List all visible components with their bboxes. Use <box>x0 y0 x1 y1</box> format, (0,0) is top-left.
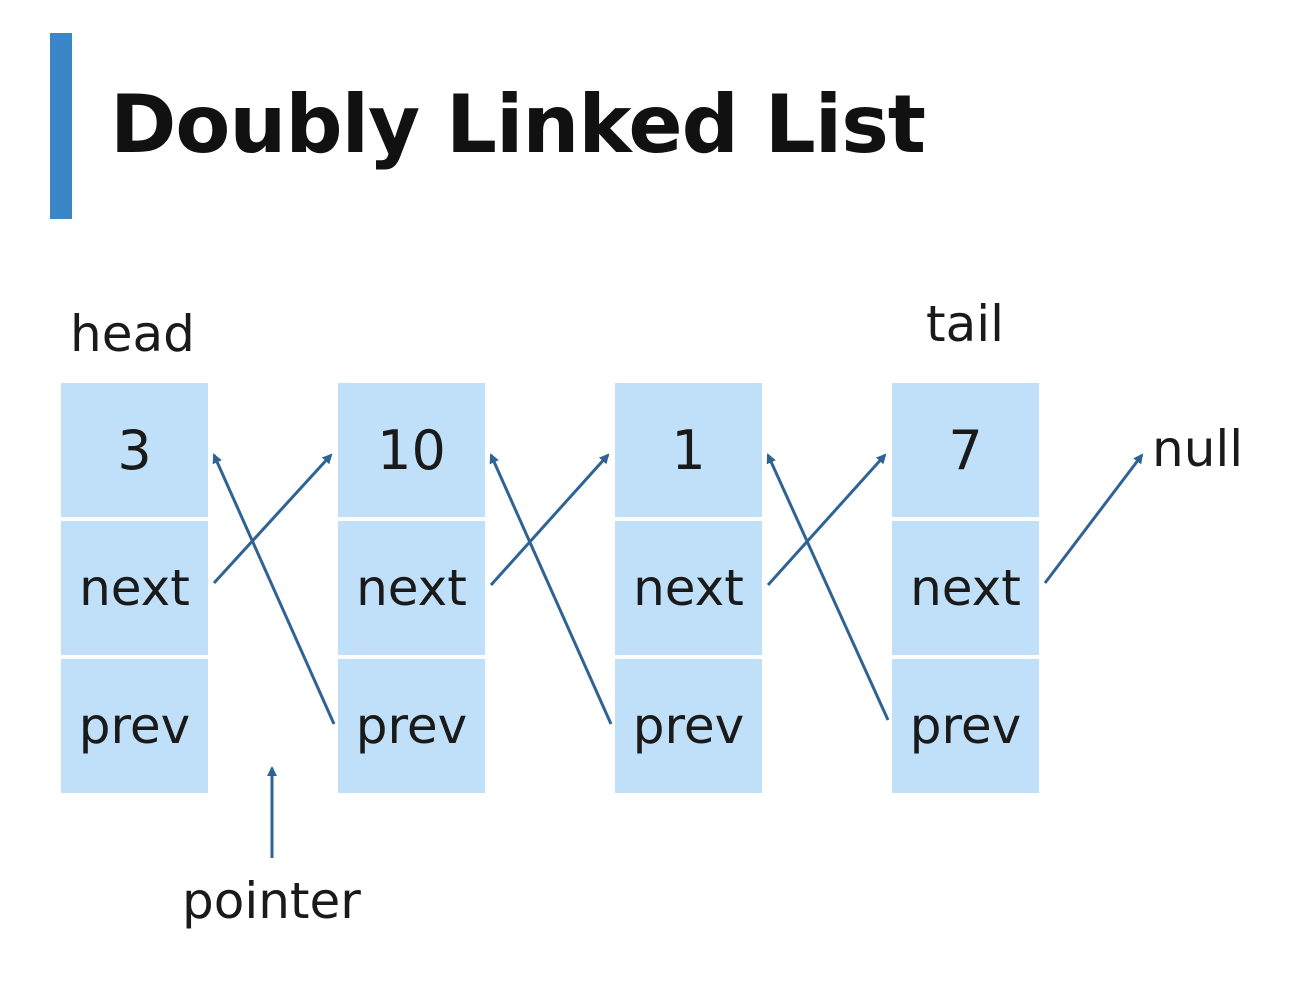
tail-label: tail <box>926 295 1005 353</box>
list-node-2: 1 next prev <box>615 383 762 793</box>
node-prev-field: prev <box>892 659 1039 793</box>
list-node-1: 10 next prev <box>338 383 485 793</box>
prev-arrow-2-to-1 <box>489 453 613 725</box>
list-node-3: 7 next prev <box>892 383 1039 793</box>
prev-arrow-3-to-2 <box>766 453 890 721</box>
next-arrow-0-to-1 <box>212 453 333 585</box>
next-arrow-3-to-null <box>1043 453 1144 584</box>
list-node-0: 3 next prev <box>61 383 208 793</box>
node-next-field: next <box>892 521 1039 659</box>
pointer-label: pointer <box>182 872 361 930</box>
node-next-field: next <box>61 521 208 659</box>
node-prev-field: prev <box>338 659 485 793</box>
node-next-field: next <box>338 521 485 659</box>
null-label: null <box>1152 420 1244 478</box>
node-prev-field: prev <box>615 659 762 793</box>
node-value: 10 <box>338 383 485 521</box>
prev-arrow-1-to-0 <box>212 453 336 725</box>
title-accent-bar <box>50 33 72 219</box>
node-value: 7 <box>892 383 1039 521</box>
next-arrow-1-to-2 <box>489 453 610 587</box>
node-next-field: next <box>615 521 762 659</box>
next-arrow-2-to-3 <box>766 453 887 587</box>
node-prev-field: prev <box>61 659 208 793</box>
page-title: Doubly Linked List <box>110 78 926 171</box>
node-value: 1 <box>615 383 762 521</box>
head-label: head <box>70 305 195 363</box>
node-value: 3 <box>61 383 208 521</box>
